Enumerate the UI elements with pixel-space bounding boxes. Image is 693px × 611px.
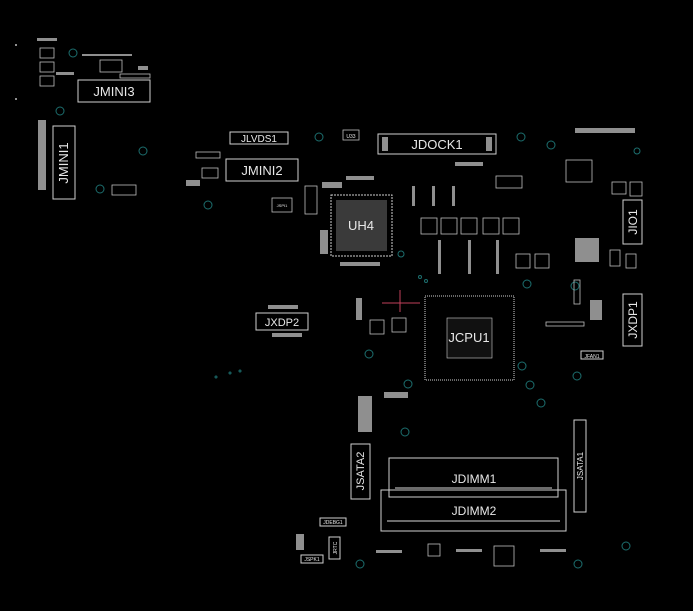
bottom-row-parts xyxy=(376,543,566,567)
jfan1-connector: JFAN1 xyxy=(580,350,604,360)
jxdp1-connector: JXDP1 xyxy=(622,293,643,347)
jdimm2-slot: JDIMM2 xyxy=(380,489,567,532)
jfan1-label: JFAN1 xyxy=(584,354,599,360)
jdock1-label: JDOCK1 xyxy=(411,137,462,152)
jmini1-label: JMINI1 xyxy=(56,142,71,183)
jmini3-label: JMINI3 xyxy=(93,84,134,99)
jcpu1-label: JCPU1 xyxy=(448,330,489,345)
jlvds1-label: JLVDS1 xyxy=(241,134,277,145)
jrtc-label: JRTC xyxy=(333,541,339,554)
bottom-left-connectors: JDEBG1 JRTC JSPK1 xyxy=(296,517,347,564)
jcpu1-socket: JCPU1 xyxy=(356,290,515,432)
u33-chip: U33 xyxy=(342,129,360,141)
jio1-connector: JIO1 xyxy=(622,199,643,245)
uh4-label: UH4 xyxy=(348,218,374,233)
jspi-label: JSPI1 xyxy=(277,203,288,208)
jxdp1-label: JXDP1 xyxy=(626,301,640,339)
jmini3-connector: JMINI3 xyxy=(77,79,151,103)
power-stage xyxy=(412,175,550,274)
jlvds1-connector: JLVDS1 xyxy=(229,131,289,145)
right-side-parts xyxy=(545,128,643,327)
jxdp2-label: JXDP2 xyxy=(265,317,299,329)
jsata1-connector: JSATA1 xyxy=(573,419,587,513)
jdimm1-label: JDIMM1 xyxy=(452,472,497,486)
uh4-chip: UH4 xyxy=(320,194,393,266)
jmini2-label: JMINI2 xyxy=(241,163,282,178)
mounting-holes xyxy=(55,48,641,569)
jmini1-connector: JMINI1 xyxy=(52,125,76,200)
jsata2-label: JSATA2 xyxy=(355,452,367,491)
u33-label: U33 xyxy=(346,134,355,140)
jspk1-label: JSPK1 xyxy=(304,557,320,563)
jdebug1-label: JDEBG1 xyxy=(323,520,343,526)
top-left-cluster xyxy=(15,38,151,196)
jdock1-connector: JDOCK1 xyxy=(377,133,497,166)
jxdp2-connector: JXDP2 xyxy=(255,305,309,337)
jdimm1-slot: JDIMM1 xyxy=(388,457,559,498)
jio1-label: JIO1 xyxy=(626,209,640,235)
scattered-vias xyxy=(214,275,428,379)
jsata2-connector: JSATA2 xyxy=(350,443,371,500)
jmini2-connector: JMINI2 xyxy=(225,158,299,182)
mid-left-parts: JSPI1 xyxy=(186,151,374,215)
jsata1-label: JSATA1 xyxy=(576,451,585,480)
jdimm2-label: JDIMM2 xyxy=(452,504,497,518)
